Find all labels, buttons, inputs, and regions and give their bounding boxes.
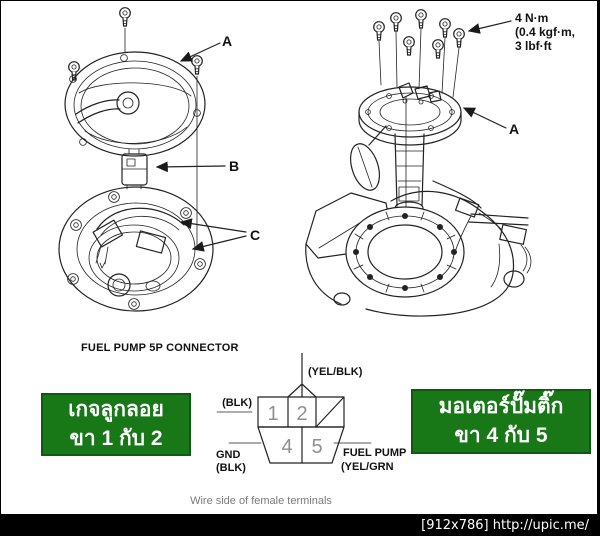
wire-label-fuel-pump: FUEL PUMP <box>343 447 406 459</box>
callout-pump-motor-title: มอเตอร์ปั๊มติ๊ก <box>438 395 564 419</box>
wire-label-yel-blk: (YEL/BLK) <box>308 366 363 378</box>
pin-2: 2 <box>296 403 307 425</box>
pin-5: 5 <box>311 436 322 458</box>
fuel-pump-unit-diagram <box>305 9 532 317</box>
callout-float-gauge: เกจลูกลอย ขา 1 กับ 2 <box>41 393 191 456</box>
wire-label-gnd-blk: (BLK) <box>216 462 246 474</box>
callout-pump-motor: มอเตอร์ปั๊มติ๊ก ขา 4 กับ 5 <box>411 389 591 454</box>
wire-label-gnd: GND <box>216 449 241 461</box>
callout-float-gauge-pins: ขา 1 กับ 2 <box>69 426 163 450</box>
connector-pinout: 1 2 4 5 (YEL/BLK) (BLK) GND (BLK) FUEL P… <box>216 353 406 474</box>
watermark-text: [912x786] http://upic.me/ <box>421 517 589 533</box>
torque-kgf: (0.4 kgf·m, <box>515 25 575 39</box>
wire-label-yel-grn: (YEL/GRN <box>341 461 394 473</box>
torque-lbf: 3 lbf·ft <box>515 39 552 53</box>
fuel-pump-cover-diagram <box>58 7 214 312</box>
label-a-cover: A <box>222 33 232 49</box>
connector-heading: FUEL PUMP 5P CONNECTOR <box>81 342 239 354</box>
pin-4: 4 <box>281 436 292 458</box>
pin-1: 1 <box>267 403 278 425</box>
exploded-view-diagrams: A B C <box>58 7 575 317</box>
callout-pump-motor-pins: ขา 4 กับ 5 <box>454 423 548 447</box>
label-b-connector: B <box>229 158 239 174</box>
wire-side-caption: Wire side of female terminals <box>190 495 332 507</box>
footer-bar: [912x786] http://upic.me/ <box>1 514 597 536</box>
torque-value: 4 N·m <box>515 11 548 25</box>
callout-float-gauge-title: เกจลูกลอย <box>68 398 164 422</box>
wire-label-blk: (BLK) <box>222 397 252 409</box>
label-a-pump-unit: A <box>509 121 519 137</box>
label-c-harness: C <box>250 227 260 243</box>
